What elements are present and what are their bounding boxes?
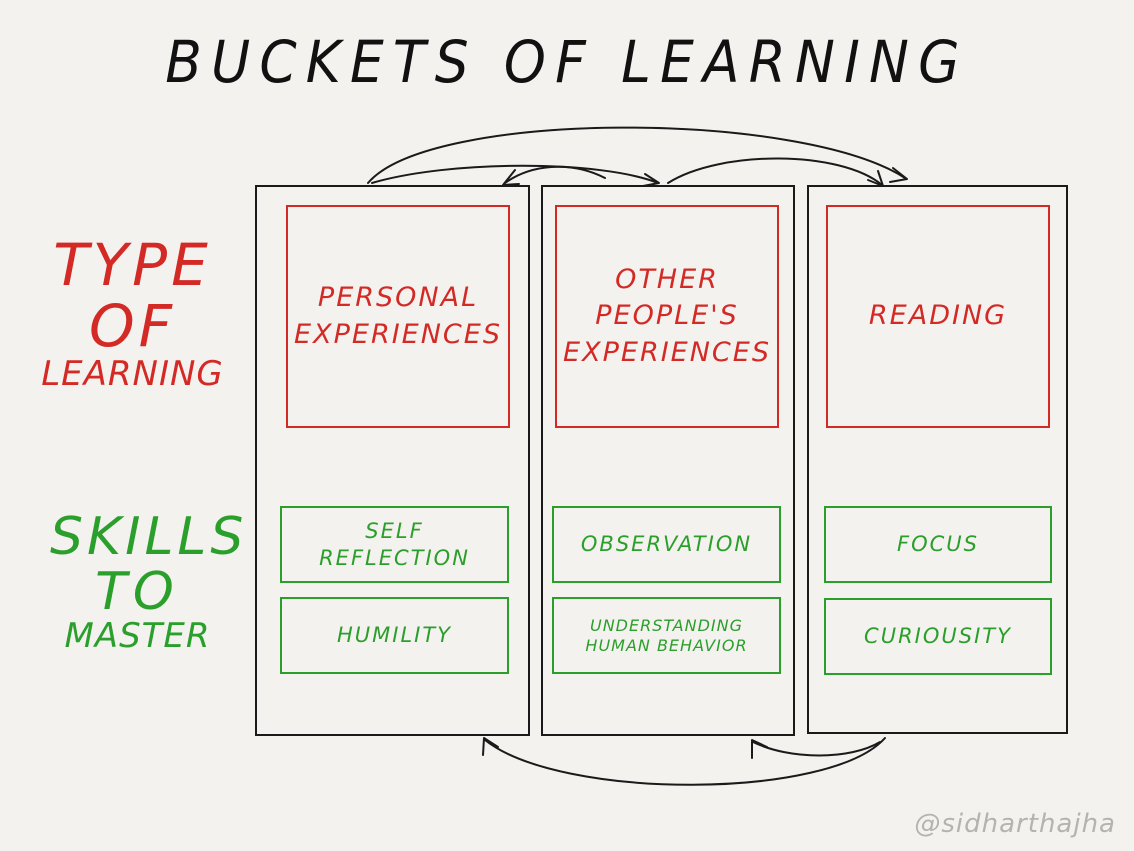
bucket-personal: PERSONAL EXPERIENCES SELF REFLECTION HUM… [255, 185, 530, 736]
diagram-title: BUCKETS OF LEARNING [165, 28, 969, 96]
arrowhead-reading-top [889, 167, 908, 183]
arrowhead-others-top [642, 173, 660, 187]
type-of-learning-label: TYPE OF LEARNING [40, 235, 225, 392]
arrow-reading-to-others [752, 741, 881, 757]
arrow-others-to-reading [667, 157, 883, 186]
arrowhead-others-bottom [751, 739, 768, 759]
skill-box-observation: OBSERVATION [552, 506, 781, 583]
type-label-line-2: OF [88, 291, 176, 360]
type-label-line-1: TYPE [53, 231, 212, 299]
arrow-others-to-personal [504, 165, 606, 184]
type-box-others: OTHER PEOPLE'S EXPERIENCES [555, 205, 779, 428]
arrow-reading-to-personal [484, 737, 886, 786]
skills-to-master-label: SKILLS TO MASTER [50, 507, 248, 657]
skill-box-humility: HUMILITY [280, 597, 509, 674]
bucket-others: OTHER PEOPLE'S EXPERIENCES OBSERVATION U… [541, 185, 795, 736]
arrowhead-personal-bottom [482, 737, 499, 756]
type-box-reading: READING [826, 205, 1050, 428]
skill-box-understanding-human-behavior: UNDERSTANDING HUMAN BEHAVIOR [552, 597, 781, 674]
skills-label-line-2: TO [95, 561, 180, 622]
skill-box-focus: FOCUS [824, 506, 1052, 583]
arrow-personal-to-others [371, 164, 659, 184]
arrowhead-personal-top [502, 169, 520, 186]
bucket-reading: READING FOCUS CURIOUSITY [807, 185, 1068, 734]
author-watermark: @sidharthajha [914, 809, 1116, 839]
skills-label-line-1: SKILLS [50, 507, 248, 567]
type-label-line-3: LEARNING [41, 353, 224, 394]
skill-box-curiousity: CURIOUSITY [824, 598, 1052, 675]
arrowhead-reading-top-2 [867, 170, 884, 187]
skills-label-line-3: MASTER [64, 616, 211, 657]
arrow-personal-to-reading [367, 126, 906, 184]
type-box-personal: PERSONAL EXPERIENCES [286, 205, 510, 428]
skill-box-self-reflection: SELF REFLECTION [280, 506, 509, 583]
